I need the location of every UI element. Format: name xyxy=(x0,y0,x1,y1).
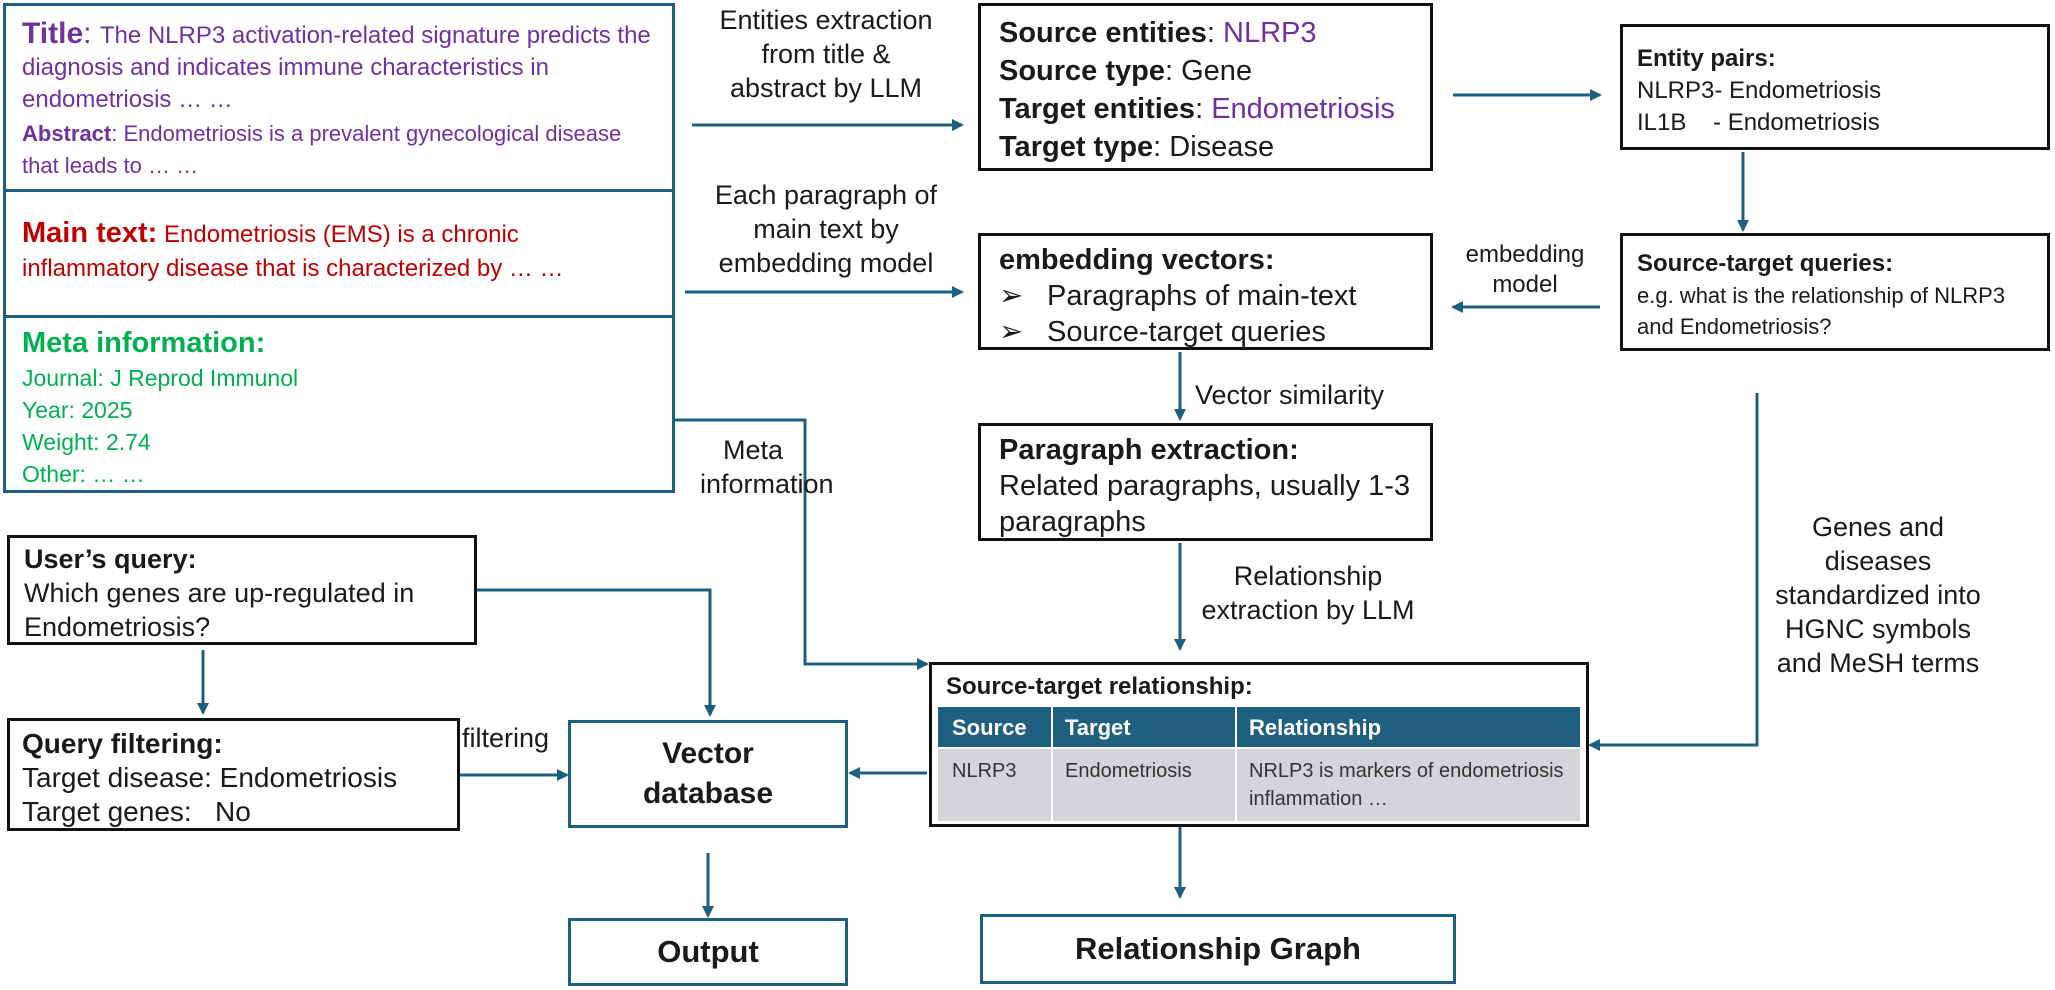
user-query-text: Which genes are up-regulated in Endometr… xyxy=(24,578,415,642)
entity-pair-1: NLRP3- Endometriosis xyxy=(1637,77,1882,104)
arrow-userquery-to-vectordb xyxy=(477,588,716,717)
target-type: Target type: Disease xyxy=(999,131,1275,163)
main-text: Main text: Endometriosis (EMS) is a chro… xyxy=(22,217,564,282)
relationship-graph-box: Relationship Graph xyxy=(980,914,1456,984)
output-box: Output xyxy=(568,918,848,986)
entity-pair-2: IL1B - Endometriosis xyxy=(1637,109,1880,136)
paper-box: Title: The NLRP3 activation-related sign… xyxy=(3,3,675,493)
paragraph-text: Related paragraphs, usually 1-3 paragrap… xyxy=(999,470,1411,538)
queries-text: e.g. what is the relationship of NLRP3 a… xyxy=(1637,283,2006,339)
entity-pairs-box: Entity pairs: NLRP3- Endometriosis IL1B … xyxy=(1620,24,2050,150)
query-filtering-title: Query filtering: xyxy=(22,728,223,759)
paragraph-extraction-box: Paragraph extraction: Related paragraphs… xyxy=(978,423,1433,541)
embedding-item-2: ➢Source-target queries xyxy=(999,316,1326,348)
label-embedding-model: embedding model xyxy=(1465,241,1585,298)
user-query-box: User’s query: Which genes are up-regulat… xyxy=(7,535,477,645)
arrow-meta-to-relationship xyxy=(675,418,929,670)
paragraph-title: Paragraph extraction: xyxy=(999,434,1299,466)
target-entities: Target entities: Endometriosis xyxy=(999,93,1395,125)
meta-section: Meta information: Journal: J Reprod Immu… xyxy=(6,318,672,490)
embedding-title: embedding vectors: xyxy=(999,244,1275,276)
arrow-bullet-icon: ➢ xyxy=(999,280,1024,312)
label-filtering: filtering xyxy=(462,723,550,753)
label-relationship-extraction: Relationship extraction by LLM xyxy=(1201,561,1415,625)
query-filtering-box: Query filtering: Target disease: Endomet… xyxy=(7,718,460,831)
label-each-paragraph: Each paragraph of main text by embedding… xyxy=(714,180,938,278)
source-type: Source type: Gene xyxy=(999,55,1253,87)
table-header-row: Source Target Relationship xyxy=(938,707,1580,747)
table-header-relationship: Relationship xyxy=(1249,715,1382,740)
embedding-item-1: ➢Paragraphs of main-text xyxy=(999,280,1357,312)
embedding-vectors-box: embedding vectors: ➢Paragraphs of main-t… xyxy=(978,233,1433,350)
table-cell-target: Endometriosis xyxy=(1065,760,1192,782)
meta-year: Year: 2025 xyxy=(22,397,133,423)
arrow-bullet-icon: ➢ xyxy=(999,316,1024,348)
query-filter-genes: Target genes: No xyxy=(22,796,251,827)
entity-pairs-title: Entity pairs: xyxy=(1637,45,1776,72)
paper-abstract: Abstract: Endometriosis is a prevalent g… xyxy=(22,121,622,178)
table-header-target: Target xyxy=(1065,715,1131,740)
source-target-queries-box: Source-target queries: e.g. what is the … xyxy=(1620,233,2050,351)
main-text-section: Main text: Endometriosis (EMS) is a chro… xyxy=(6,192,672,318)
label-standardized: Genes and diseases standardized into HGN… xyxy=(1775,512,1981,678)
relationship-box: Source-target relationship: Source Targe… xyxy=(929,662,1589,827)
entities-box: Source entities: NLRP3 Source type: Gene… xyxy=(978,3,1433,171)
output-label: Output xyxy=(657,934,759,969)
user-query-title: User’s query: xyxy=(24,544,197,574)
paper-title: Title: The NLRP3 activation-related sign… xyxy=(22,17,651,114)
relationship-table: Source Target Relationship NLRP3 Endomet… xyxy=(938,707,1580,821)
query-filter-disease: Target disease: Endometriosis xyxy=(22,762,398,793)
table-header-source: Source xyxy=(952,715,1027,740)
label-entities-extraction: Entities extraction from title & abstrac… xyxy=(719,5,933,103)
relationship-title: Source-target relationship: xyxy=(946,673,1253,700)
table-row: NLRP3 Endometriosis NRLP3 is markers of … xyxy=(938,749,1580,821)
table-cell-source: NLRP3 xyxy=(952,760,1017,782)
label-vector-similarity: Vector similarity xyxy=(1195,380,1385,410)
relationship-graph-label: Relationship Graph xyxy=(1075,931,1361,966)
vector-database-box: Vector database xyxy=(568,720,848,828)
arrow-standardize-to-relationship xyxy=(1588,393,1759,751)
meta-journal: Journal: J Reprod Immunol xyxy=(22,365,299,391)
table-cell-relationship: NRLP3 is markers of endometriosis inflam… xyxy=(1249,760,1564,810)
queries-title: Source-target queries: xyxy=(1637,250,1894,277)
title-abstract-section: Title: The NLRP3 activation-related sign… xyxy=(6,6,672,192)
meta-label: Meta information: xyxy=(22,327,266,359)
meta-weight: Weight: 2.74 xyxy=(22,429,151,455)
source-entities: Source entities: NLRP3 xyxy=(999,17,1317,49)
vector-database-label: Vector database xyxy=(642,737,774,810)
label-meta-information: Meta information xyxy=(700,435,834,499)
meta-other: Other: … … xyxy=(22,461,145,487)
